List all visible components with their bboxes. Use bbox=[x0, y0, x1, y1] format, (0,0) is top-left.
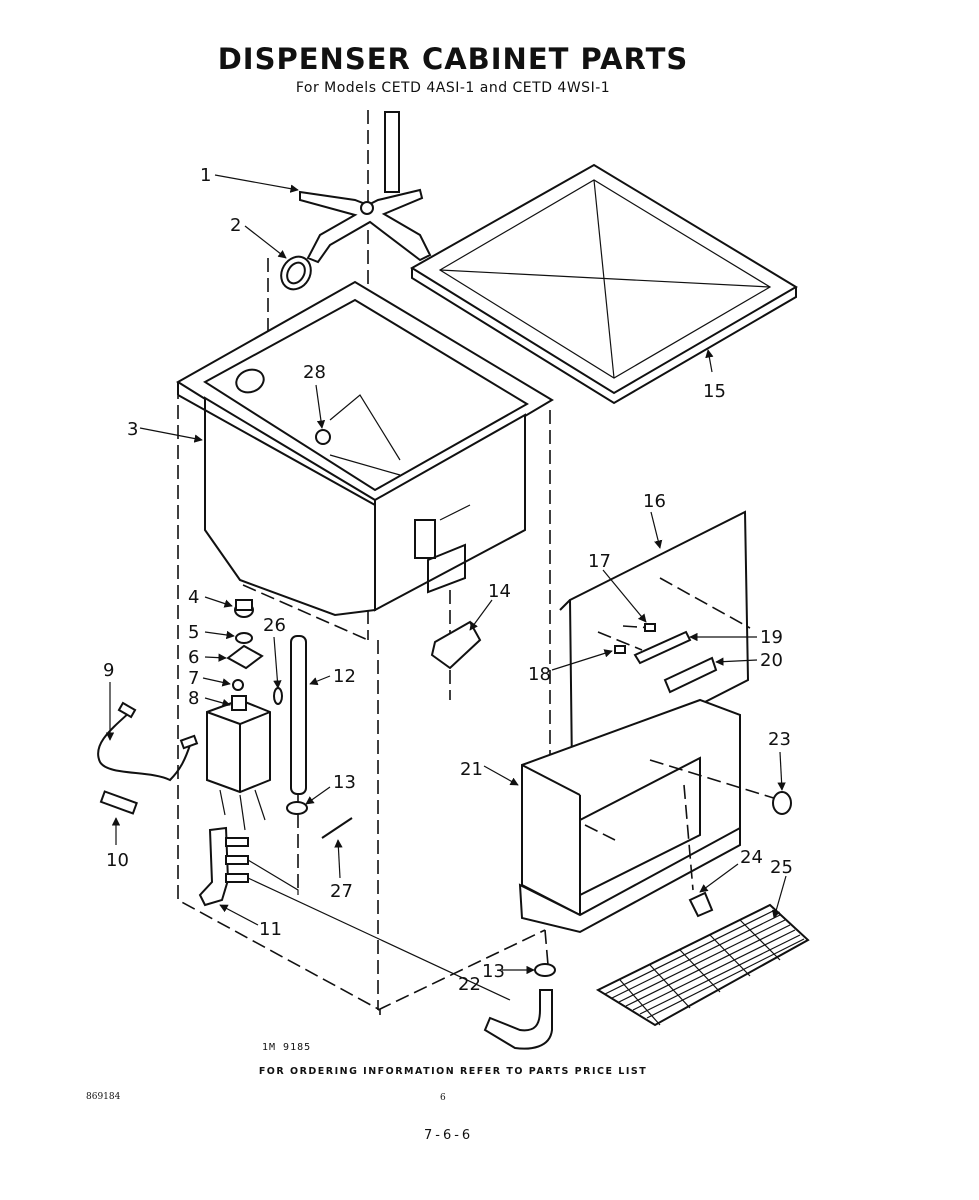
callout-19: 19 bbox=[760, 627, 783, 648]
callout-25: 25 bbox=[770, 857, 793, 878]
agitator-part-1 bbox=[299, 111, 432, 264]
page-subtitle: For Models CETD 4ASI-1 and CETD 4WSI-1 bbox=[295, 80, 611, 96]
callout-11: 11 bbox=[259, 919, 282, 940]
page-number: 6 bbox=[440, 1093, 446, 1103]
part-27 bbox=[321, 817, 353, 839]
bracket-part-14 bbox=[430, 620, 482, 670]
ordering-note: FOR ORDERING INFORMATION REFER TO PARTS … bbox=[258, 1066, 648, 1077]
callout-3: 3 bbox=[127, 419, 138, 440]
callout-15: 15 bbox=[703, 381, 726, 402]
callout-10: 10 bbox=[106, 850, 129, 871]
callout-14: 14 bbox=[488, 581, 511, 602]
motor-assembly bbox=[206, 599, 271, 831]
hopper-part-3 bbox=[176, 280, 554, 617]
callout-13-lower: 13 bbox=[482, 961, 505, 982]
panel-hardware bbox=[614, 623, 718, 694]
callout-27: 27 bbox=[330, 881, 353, 902]
clamp-part-13-lower bbox=[534, 963, 556, 977]
callout-20: 20 bbox=[760, 650, 783, 671]
callout-26: 26 bbox=[263, 615, 286, 636]
clip-part-24 bbox=[688, 891, 714, 918]
callout-2: 2 bbox=[230, 215, 241, 236]
figure-number: 1M 9185 bbox=[262, 1042, 312, 1053]
document-number: 869184 bbox=[86, 1092, 121, 1102]
sheet-number: 7-6-6 bbox=[424, 1128, 474, 1143]
page-title: DISPENSER CABINET PARTS bbox=[217, 42, 689, 76]
callout-1: 1 bbox=[200, 165, 211, 186]
callout-7: 7 bbox=[188, 668, 199, 689]
lid-part-15 bbox=[410, 163, 798, 405]
callout-21: 21 bbox=[460, 759, 483, 780]
callout-28: 28 bbox=[303, 362, 326, 383]
callout-4: 4 bbox=[188, 587, 199, 608]
clamp-part-13-upper bbox=[286, 801, 308, 815]
grille-part-25 bbox=[595, 903, 810, 1027]
plug-part-10 bbox=[99, 790, 138, 815]
callout-23: 23 bbox=[768, 729, 791, 750]
drip-tray-part-21 bbox=[518, 698, 781, 966]
callout-24: 24 bbox=[740, 847, 763, 868]
part-26 bbox=[273, 687, 283, 705]
drain-manifold-part-11 bbox=[198, 826, 511, 1001]
front-panel-part-16 bbox=[559, 510, 751, 772]
wire-harness-part-9 bbox=[97, 701, 199, 782]
grommet-part-2 bbox=[280, 255, 312, 291]
callout-18: 18 bbox=[528, 664, 551, 685]
callout-5: 5 bbox=[188, 622, 199, 643]
tube-part-12 bbox=[290, 635, 307, 890]
elbow-part-22 bbox=[483, 989, 553, 1050]
callout-8: 8 bbox=[188, 688, 199, 709]
callout-6: 6 bbox=[188, 647, 199, 668]
part-23 bbox=[772, 791, 792, 815]
callout-22: 22 bbox=[458, 974, 481, 995]
fitting-part-28 bbox=[315, 429, 331, 445]
callout-16: 16 bbox=[643, 491, 666, 512]
callout-12: 12 bbox=[333, 666, 356, 687]
callout-17: 17 bbox=[588, 551, 611, 572]
callout-labels: 1 2 3 4 5 6 7 8 9 10 11 12 13 13 14 15 1… bbox=[103, 165, 793, 995]
callout-leaders bbox=[105, 174, 787, 975]
callout-13-upper: 13 bbox=[333, 772, 356, 793]
callout-9: 9 bbox=[103, 660, 114, 681]
